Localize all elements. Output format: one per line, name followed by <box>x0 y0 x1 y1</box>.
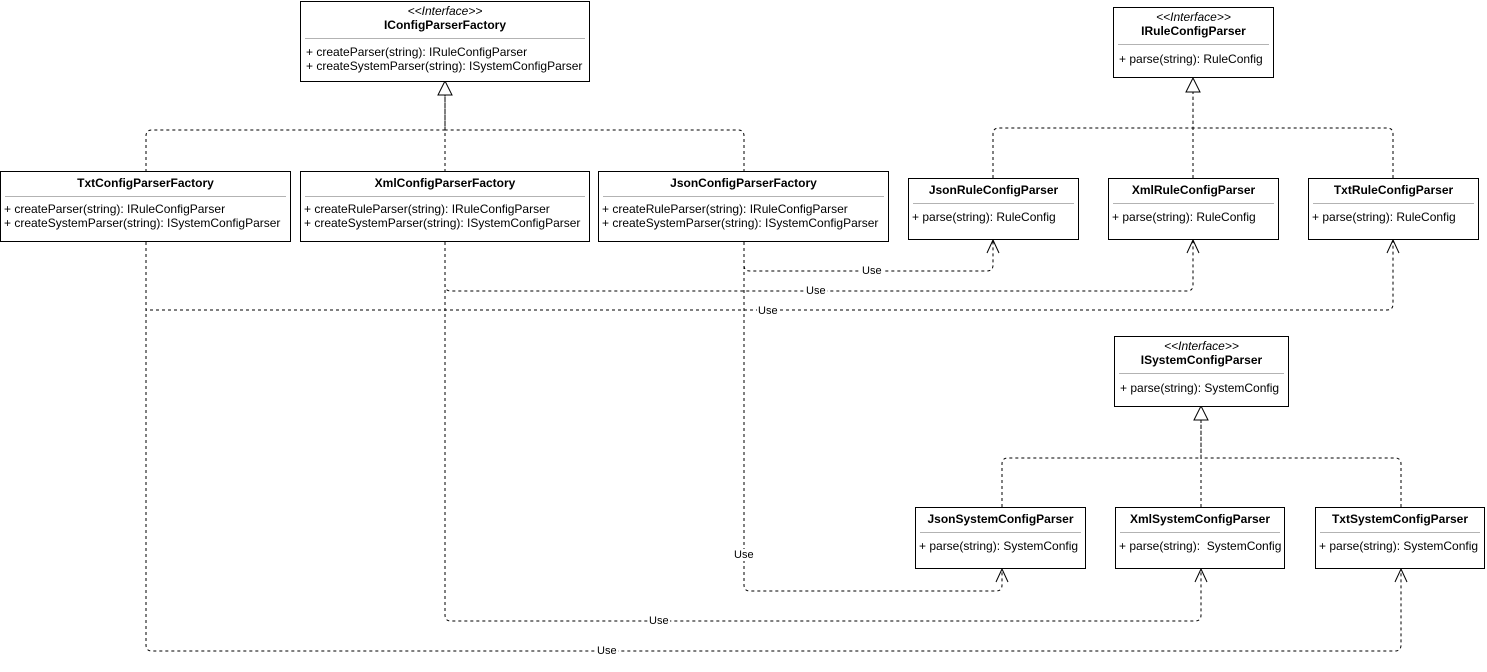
use-xml-rule <box>444 240 1194 292</box>
separator <box>1118 44 1269 45</box>
open-arrow-txt-rule <box>1386 238 1400 254</box>
method: + parse(string): RuleConfig <box>1112 210 1256 224</box>
method-list: + parse(string): RuleConfig <box>1312 210 1476 224</box>
class-name: IConfigParserFactory <box>383 18 507 32</box>
class-xmlconfigparserfactory[interactable]: XmlConfigParserFactory + createRuleParse… <box>300 171 590 242</box>
method: + createSystemParser(string): ISystemCon… <box>602 216 879 230</box>
realization-json-system <box>1001 420 1202 507</box>
realization-json-rule <box>992 92 1194 178</box>
open-arrow-xml-rule <box>1186 238 1200 254</box>
separator <box>603 196 884 197</box>
method-list: + parse(string): SystemConfig <box>1119 539 1282 553</box>
use-label-json-system: Use <box>733 549 755 561</box>
interface-isystemconfigparser[interactable]: <<Interface>> ISystemConfigParser + pars… <box>1114 336 1289 407</box>
separator <box>1313 203 1474 204</box>
class-name: TxtRuleConfigParser <box>1333 183 1454 197</box>
separator <box>920 532 1081 533</box>
method: + createRuleParser(string): IRuleConfigP… <box>304 202 550 216</box>
class-jsonsystemconfigparser[interactable]: JsonSystemConfigParser + parse(string): … <box>915 507 1086 569</box>
class-name: XmlRuleConfigParser <box>1131 183 1256 197</box>
method-list: + parse(string): SystemConfig <box>919 539 1083 553</box>
method-list: + createParser(string): IRuleConfigParse… <box>4 202 288 230</box>
realization-json-factory <box>445 129 745 172</box>
class-txtconfigparserfactory[interactable]: TxtConfigParserFactory + createParser(st… <box>0 171 291 242</box>
use-json-system <box>743 242 1003 592</box>
method: + parse(string): RuleConfig <box>1119 52 1263 66</box>
stereotype-label: <<Interface>> <box>1156 10 1231 24</box>
method: + parse(string): RuleConfig <box>1312 210 1456 224</box>
class-xmlruleconfigparser[interactable]: XmlRuleConfigParser + parse(string): Rul… <box>1108 178 1279 240</box>
class-xmlsystemconfigparser[interactable]: XmlSystemConfigParser + parse(string): S… <box>1115 507 1285 569</box>
separator <box>1119 373 1284 374</box>
method-list: + parse(string): SystemConfig <box>1319 539 1482 553</box>
realization-txt-rule <box>1193 127 1394 178</box>
use-label-xml-rule: Use <box>805 285 827 297</box>
use-txt-system <box>145 242 1402 652</box>
class-txtsystemconfigparser[interactable]: TxtSystemConfigParser + parse(string): S… <box>1315 507 1485 569</box>
method: + parse(string): SystemConfig <box>1319 539 1479 553</box>
stereotype-label: <<Interface>> <box>1164 339 1239 353</box>
method: + createRuleParser(string): IRuleConfigP… <box>602 202 848 216</box>
method-list: + parse(string): RuleConfig <box>1119 52 1271 66</box>
use-txt-rule <box>145 240 1394 311</box>
class-name: XmlConfigParserFactory <box>374 176 516 190</box>
method-list: + parse(string): SystemConfig <box>1120 381 1286 395</box>
method: + parse(string): SystemConfig <box>1119 539 1282 553</box>
open-arrow-txt-system <box>1394 567 1408 583</box>
stereotype-label: <<Interface>> <box>407 4 483 18</box>
method-list: + createParser(string): IRuleConfigParse… <box>306 45 587 73</box>
class-name: JsonConfigParserFactory <box>670 176 817 190</box>
realization-txt-factory <box>145 95 446 172</box>
separator <box>1320 532 1480 533</box>
interface-iruleconfigparser[interactable]: <<Interface>> IRuleConfigParser + parse(… <box>1113 7 1274 78</box>
class-txtruleconfigparser[interactable]: TxtRuleConfigParser + parse(string): Rul… <box>1308 178 1479 240</box>
open-arrow-json-rule <box>986 238 1000 254</box>
open-arrow-json-system <box>995 567 1009 583</box>
method: + createSystemParser(string): ISystemCon… <box>306 59 583 73</box>
method-list: + parse(string): RuleConfig <box>1112 210 1276 224</box>
use-label-txt-rule: Use <box>757 305 779 317</box>
method-list: + createRuleParser(string): IRuleConfigP… <box>304 202 587 230</box>
class-name: JsonSystemConfigParser <box>927 512 1074 526</box>
separator <box>5 196 286 197</box>
triangle-head-rule-parser <box>1185 76 1201 93</box>
use-label-json-rule: Use <box>861 265 883 277</box>
interface-iconfigparserfactory[interactable]: <<Interface>> IConfigParserFactory + cre… <box>300 1 590 82</box>
class-name: TxtSystemConfigParser <box>1331 512 1469 526</box>
method: + parse(string): SystemConfig <box>1120 381 1280 395</box>
open-arrow-xml-system <box>1194 567 1208 583</box>
class-jsonconfigparserfactory[interactable]: JsonConfigParserFactory + createRulePars… <box>598 171 889 242</box>
separator <box>1120 532 1280 533</box>
method: + createSystemParser(string): ISystemCon… <box>4 216 281 230</box>
class-name: JsonRuleConfigParser <box>928 183 1059 197</box>
use-label-txt-system: Use <box>596 645 618 657</box>
class-name: ISystemConfigParser <box>1140 353 1263 367</box>
use-label-xml-system: Use <box>648 615 670 627</box>
separator <box>1113 203 1274 204</box>
separator <box>305 38 585 39</box>
method: + createSystemParser(string): ISystemCon… <box>304 216 581 230</box>
class-name: TxtConfigParserFactory <box>77 176 214 190</box>
class-name: XmlSystemConfigParser <box>1129 512 1271 526</box>
class-name: IRuleConfigParser <box>1141 24 1246 38</box>
realization-txt-system <box>1201 457 1402 507</box>
method: + parse(string): RuleConfig <box>912 210 1056 224</box>
method: + parse(string): SystemConfig <box>919 539 1079 553</box>
method: + createParser(string): IRuleConfigParse… <box>306 45 528 59</box>
use-xml-system <box>444 242 1202 622</box>
method-list: + parse(string): RuleConfig <box>912 210 1076 224</box>
separator <box>913 203 1074 204</box>
class-jsonruleconfigparser[interactable]: JsonRuleConfigParser + parse(string): Ru… <box>908 178 1079 240</box>
triangle-head-system-parser <box>1193 404 1209 421</box>
method-list: + createRuleParser(string): IRuleConfigP… <box>602 202 886 230</box>
triangle-head-config-factory <box>437 79 453 96</box>
separator <box>305 196 585 197</box>
method: + createParser(string): IRuleConfigParse… <box>4 202 226 216</box>
